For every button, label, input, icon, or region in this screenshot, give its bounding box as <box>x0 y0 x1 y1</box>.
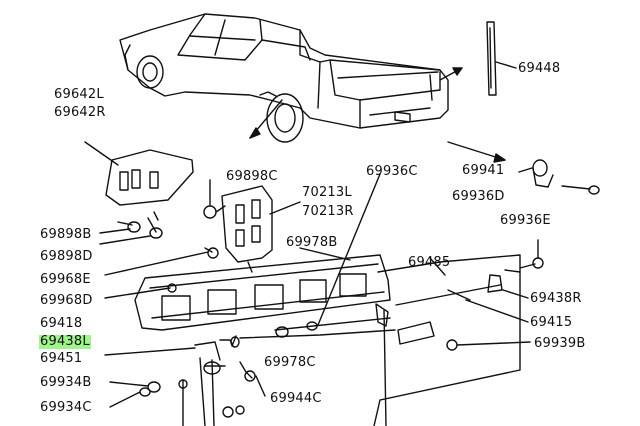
part-label-69968E: 69968E <box>40 272 91 287</box>
part-label-69968D: 69968D <box>40 293 93 308</box>
part-label-69898C: 69898C <box>226 169 278 184</box>
callout-arrows <box>249 67 506 163</box>
part-label-69438R: 69438R <box>530 291 582 306</box>
part-label-69898D: 69898D <box>40 249 93 264</box>
part-label-69418: 69418 <box>40 316 83 331</box>
lower-fastener-parts <box>104 339 266 426</box>
part-label-69936E: 69936E <box>500 213 551 228</box>
tailgate-inner-panel-part <box>134 247 391 331</box>
bolt-parts <box>99 179 226 299</box>
side-rail-strip-part <box>486 21 517 96</box>
pickup-truck-illustration <box>119 13 449 143</box>
part-label-69485: 69485 <box>408 255 451 270</box>
part-label-70213L: 70213L <box>302 185 352 200</box>
part-label-69936D: 69936D <box>452 189 505 204</box>
part-label-69939B: 69939B <box>534 336 586 351</box>
part-label-69438L-highlighted: 69438L <box>39 334 91 349</box>
hinge-bracket-part <box>221 185 301 273</box>
part-label-69936C: 69936C <box>366 164 418 179</box>
part-label-69978C: 69978C <box>264 355 316 370</box>
part-label-70213R: 70213R <box>302 204 354 219</box>
part-label-69415: 69415 <box>530 315 573 330</box>
tailgate-outer-panel-part <box>373 254 531 426</box>
part-label-69451: 69451 <box>40 351 83 366</box>
part-label-69944C: 69944C <box>270 391 322 406</box>
latch-and-bolt-parts <box>518 159 600 269</box>
part-label-69934C: 69934C <box>40 400 92 415</box>
part-label-69934B: 69934B <box>40 375 92 390</box>
bracket-part <box>84 141 194 206</box>
part-label-69642L: 69642L <box>54 87 104 102</box>
part-label-69978B: 69978B <box>286 235 338 250</box>
part-label-69448: 69448 <box>518 61 561 76</box>
part-label-69642R: 69642R <box>54 105 106 120</box>
part-label-69941: 69941 <box>462 163 505 178</box>
part-label-69898B: 69898B <box>40 227 92 242</box>
